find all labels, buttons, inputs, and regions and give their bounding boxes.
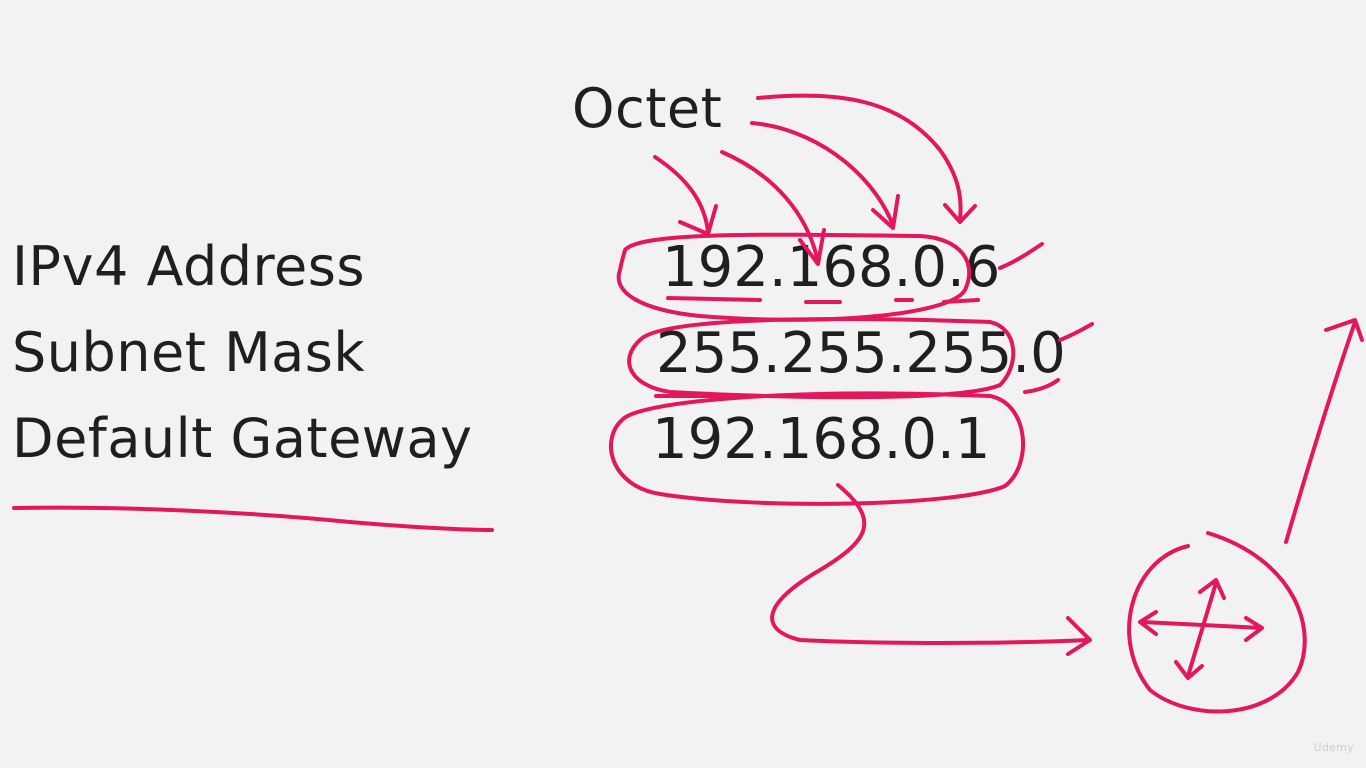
default-gateway-value: 192.168.0.1 <box>652 407 991 472</box>
octet-arrow-4-head <box>943 203 977 224</box>
subnet-mask-value: 255.255.255.0 <box>656 321 1066 386</box>
gateway-route-head <box>1066 616 1092 656</box>
udemy-watermark: Udemy <box>1313 741 1354 754</box>
router-arrow-vertical <box>1174 578 1226 680</box>
octet-arrow-4 <box>756 93 963 222</box>
uplink-arrow-head <box>1324 318 1364 342</box>
octet-arrow-3 <box>750 121 895 227</box>
ipv4-address-value: 192.168.0.6 <box>662 235 1001 300</box>
octet-arrow-1-head <box>678 204 718 236</box>
ipv4-address-label: IPv4 Address <box>12 235 366 298</box>
router-icon <box>1127 531 1307 714</box>
octet-arrow-1 <box>653 155 710 234</box>
octet-heading: Octet <box>572 77 723 140</box>
uplink-arrow <box>1284 320 1357 544</box>
labels-underline <box>12 505 494 532</box>
router-arrow-horizontal <box>1138 610 1264 642</box>
octet-arrow-3-head <box>871 194 900 230</box>
gateway-route-line <box>770 483 1090 645</box>
host-dash-1 <box>998 242 1044 270</box>
default-gateway-label: Default Gateway <box>12 407 473 470</box>
subnet-mask-label: Subnet Mask <box>12 321 366 384</box>
octet-underline-4 <box>942 298 980 304</box>
